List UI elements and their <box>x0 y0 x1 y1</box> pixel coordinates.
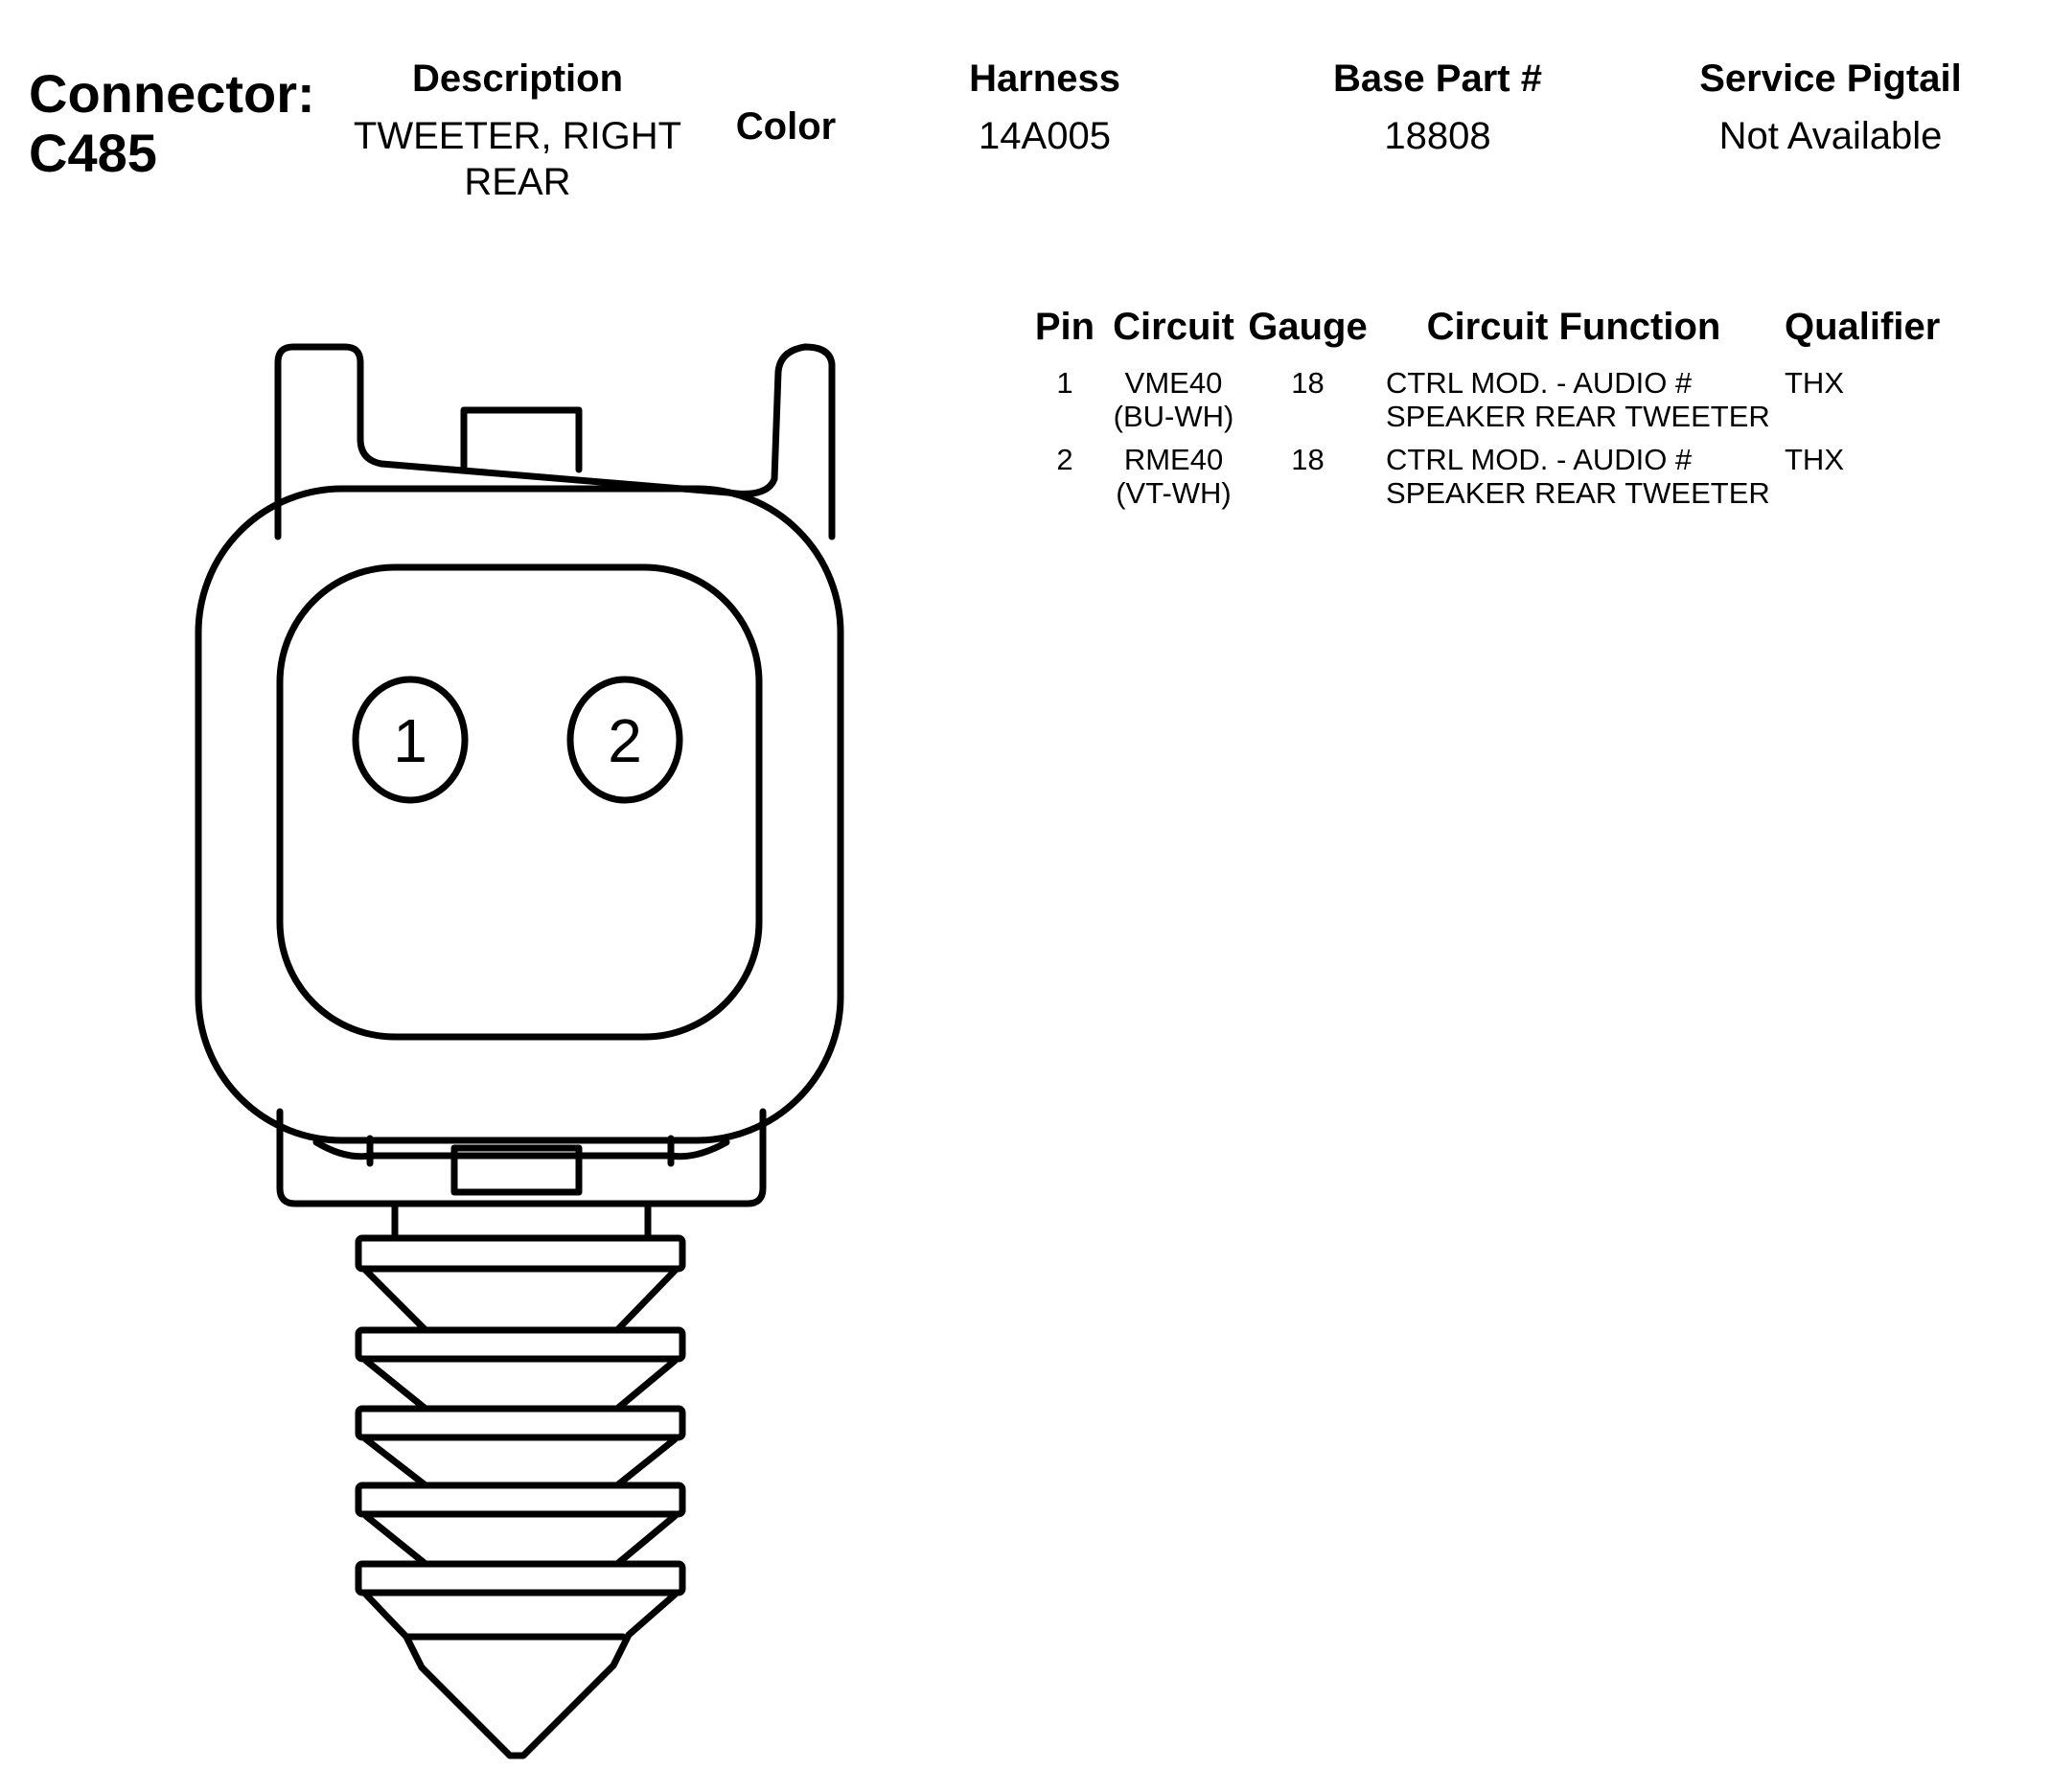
gauge-cell: 18 <box>1291 443 1325 476</box>
gauge-cell: 18 <box>1291 366 1325 400</box>
pin-table: Pin Circuit Gauge Circuit Function Quali… <box>1026 297 2041 510</box>
connector-collar-line <box>366 1135 675 1167</box>
pin-column-header: Pin <box>1034 306 1095 348</box>
pin-1-label: 1 <box>393 706 427 775</box>
pin-cell: 1 <box>1056 366 1073 400</box>
qualifier-column-header: Qualifier <box>1785 306 1941 348</box>
table-row: 1 VME40 (BU-WH) 18 CTRL MOD. - AUDIO # S… <box>1026 366 2041 433</box>
service-pigtail-header: Service Pigtail <box>1699 57 1962 100</box>
service-pigtail-value: Not Available <box>1718 115 1943 157</box>
connector-neck <box>391 1202 652 1242</box>
harness-value: 14A005 <box>979 115 1111 157</box>
circuit-cell: VME40 (BU-WH) <box>1113 366 1234 433</box>
pin-cell: 2 <box>1056 443 1073 476</box>
connector-bottom-key <box>450 1144 583 1196</box>
description-value: TWEETER, RIGHT REAR <box>353 115 682 203</box>
harness-header: Harness <box>969 57 1120 100</box>
connector-id: C485 <box>29 123 157 183</box>
circuit-column-header: Circuit <box>1113 306 1234 348</box>
connector-label: Connector: <box>29 63 315 124</box>
pin-2: 2 <box>566 676 683 804</box>
description-header: Description <box>411 57 624 100</box>
connector-top-key <box>460 406 583 473</box>
circuit-function-cell: CTRL MOD. - AUDIO # SPEAKER REAR TWEETER <box>1386 366 1770 433</box>
color-header: Color <box>735 105 837 148</box>
base-part-header: Base Part # <box>1333 57 1542 100</box>
table-row: 2 RME40 (VT-WH) 18 CTRL MOD. - AUDIO # S… <box>1026 443 2041 510</box>
circuit-function-column-header: Circuit Function <box>1426 306 1721 348</box>
gauge-column-header: Gauge <box>1248 306 1368 348</box>
connector-collar-inner-line <box>312 1138 730 1160</box>
connector-outer-housing <box>195 485 844 1144</box>
connector-boot <box>355 1234 686 1759</box>
qualifier-cell: THX <box>1785 443 1844 476</box>
connector-lower-collar <box>276 1108 767 1207</box>
qualifier-cell: THX <box>1785 366 1844 400</box>
pin-table-header: Pin Circuit Gauge Circuit Function Quali… <box>1026 297 2041 356</box>
pin-1: 1 <box>352 676 469 804</box>
connector-inner-cavity <box>276 563 763 1041</box>
circuit-function-cell: CTRL MOD. - AUDIO # SPEAKER REAR TWEETER <box>1386 443 1770 510</box>
base-part-value: 18808 <box>1384 115 1491 157</box>
pin-2-label: 2 <box>608 706 642 775</box>
circuit-cell: RME40 (VT-WH) <box>1116 443 1232 510</box>
connector-top-latch <box>274 343 836 540</box>
